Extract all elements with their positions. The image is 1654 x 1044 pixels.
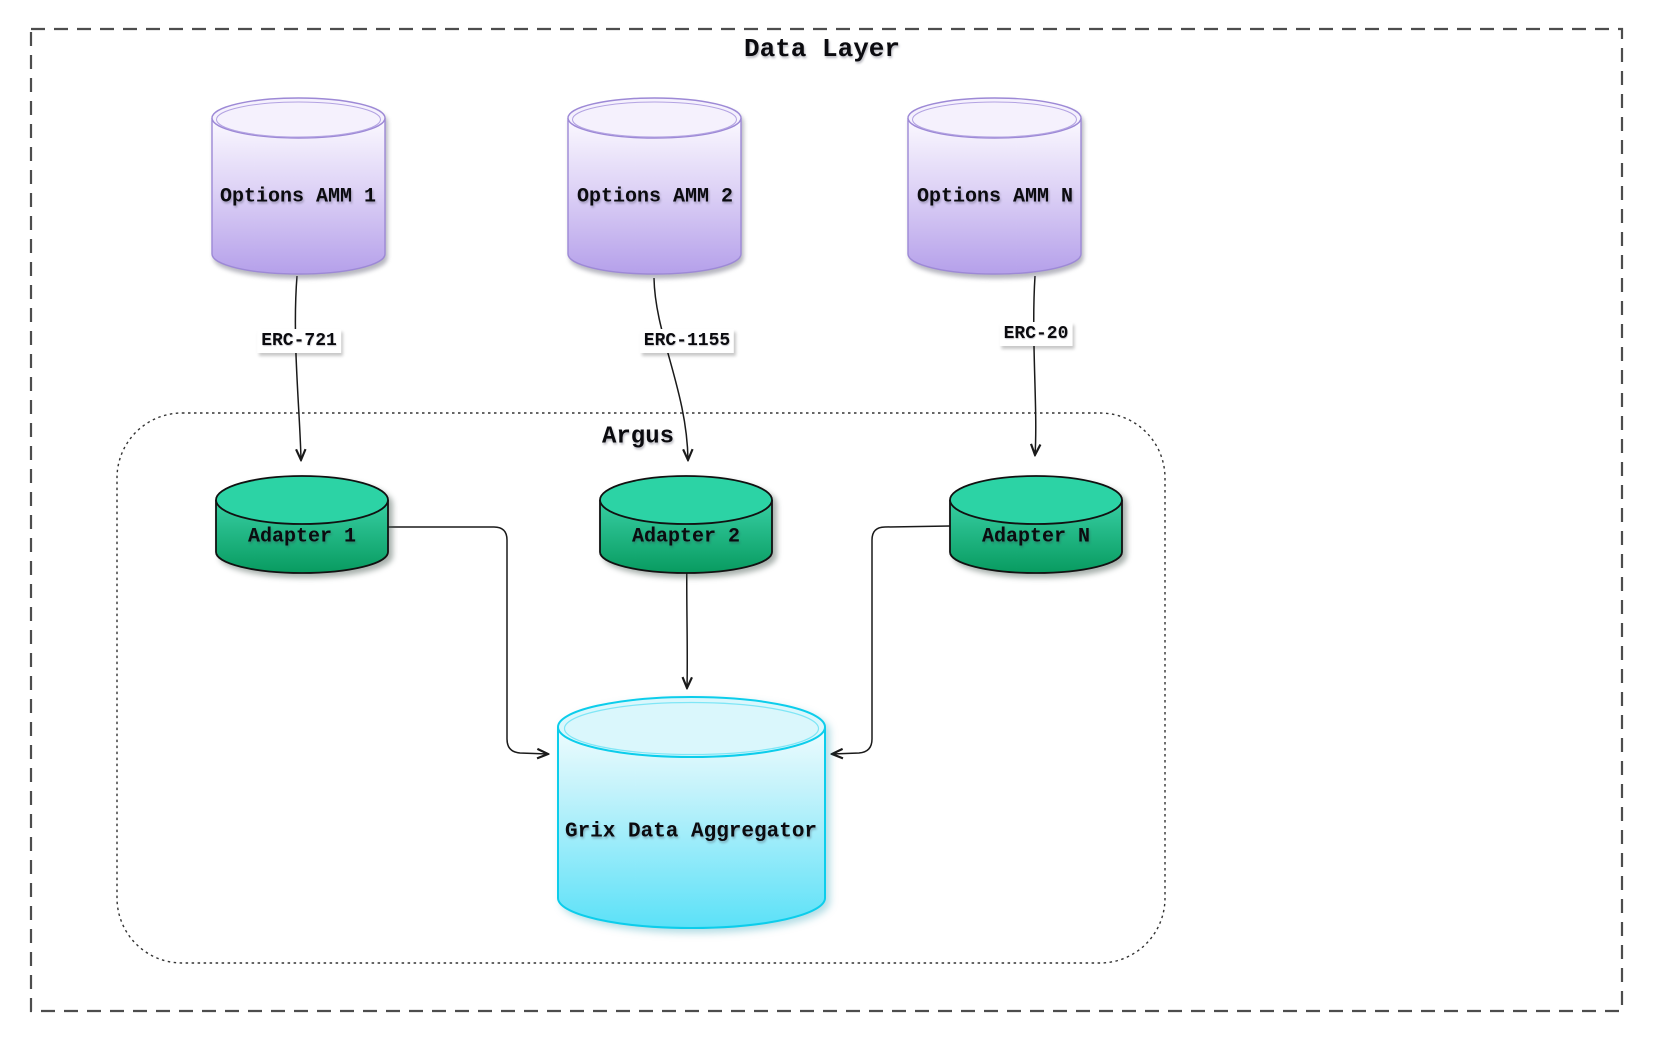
options-amm-n-label: Options AMM N xyxy=(916,185,1074,209)
edge-adapterN-aggregator xyxy=(832,525,951,754)
diagram-title: Data Layer xyxy=(743,34,901,64)
grix-data-aggregator-label: Grix Data Aggregator xyxy=(564,820,818,844)
edge-label-erc-1155: ERC-1155 xyxy=(639,329,735,353)
edge-adapter1-aggregator xyxy=(388,526,548,754)
options-amm-2-label: Options AMM 2 xyxy=(576,185,734,209)
edge-label-erc-20: ERC-20 xyxy=(999,322,1073,346)
node-options-amm-2 xyxy=(567,97,742,275)
adapter-n-label: Adapter N xyxy=(981,525,1091,549)
node-grix-data-aggregator xyxy=(557,696,826,929)
edge-amm2-adapter2 xyxy=(653,277,688,460)
edge-amm1-adapter1 xyxy=(294,275,301,460)
options-amm-1-label: Options AMM 1 xyxy=(219,185,377,209)
edge-label-erc-721: ERC-721 xyxy=(257,329,341,353)
adapter-1-label: Adapter 1 xyxy=(247,525,357,549)
adapter-2-label: Adapter 2 xyxy=(631,525,741,549)
node-adapter-2 xyxy=(599,475,773,574)
node-adapter-1 xyxy=(215,475,389,574)
node-options-amm-n xyxy=(907,97,1082,275)
argus-group-label: Argus xyxy=(601,423,675,451)
edge-ammN-adapterN xyxy=(1034,275,1036,455)
node-options-amm-1 xyxy=(211,97,386,275)
node-adapter-n xyxy=(949,475,1123,574)
data-layer-frame xyxy=(29,27,1624,1013)
